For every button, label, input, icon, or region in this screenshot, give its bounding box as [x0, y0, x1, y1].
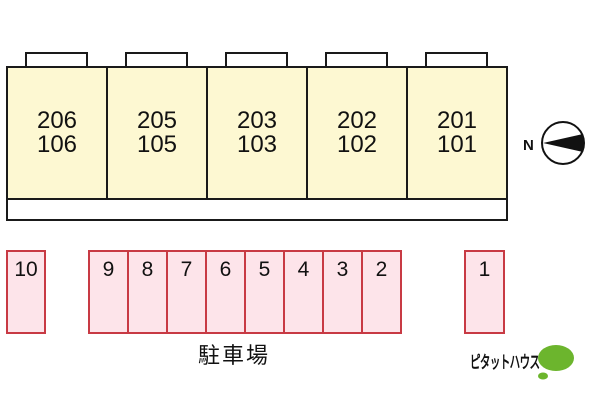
- slot-number: 4: [297, 258, 310, 281]
- unit-tab: [425, 52, 488, 67]
- unit-tab: [125, 52, 188, 67]
- parking-slot-9[interactable]: 9: [88, 250, 129, 334]
- unit-205-105[interactable]: 205 105: [106, 66, 208, 200]
- parking-slot-2[interactable]: 2: [361, 250, 402, 334]
- unit-tab: [325, 52, 388, 67]
- parking-slot-10[interactable]: 10: [6, 250, 46, 334]
- slot-number: 3: [336, 258, 349, 281]
- slot-number: 8: [141, 258, 154, 281]
- parking-slot-1[interactable]: 1: [464, 250, 505, 334]
- unit-lower-number: 105: [136, 131, 178, 158]
- parking-label: 駐車場: [198, 343, 271, 368]
- parking-slot-7[interactable]: 7: [166, 250, 207, 334]
- parking-slot-3[interactable]: 3: [322, 250, 363, 334]
- unit-lower-number: 103: [236, 131, 278, 158]
- unit-upper-number: 205: [136, 107, 178, 134]
- slot-number: 6: [219, 258, 232, 281]
- unit-lower-number: 106: [36, 131, 78, 158]
- unit-upper-number: 202: [336, 107, 378, 134]
- unit-tab: [25, 52, 88, 67]
- unit-lower-number: 102: [336, 131, 378, 158]
- compass-icon: N: [523, 121, 585, 165]
- parking-slot-4[interactable]: 4: [283, 250, 324, 334]
- speech-bubble-icon: [534, 343, 576, 381]
- slot-number: 10: [14, 258, 38, 281]
- svg-text:N: N: [523, 137, 534, 154]
- slot-number: 9: [102, 258, 115, 281]
- unit-lower-number: 101: [436, 131, 478, 158]
- slot-number: 2: [375, 258, 388, 281]
- slot-number: 1: [478, 258, 491, 281]
- unit-upper-number: 201: [436, 107, 478, 134]
- unit-201-101[interactable]: 201 101: [406, 66, 508, 200]
- brand-name: ピタットハウス: [470, 353, 540, 372]
- north-compass: N: [523, 120, 587, 166]
- unit-202-102[interactable]: 202 102: [306, 66, 408, 200]
- parking-slot-8[interactable]: 8: [127, 250, 168, 334]
- parking-slot-6[interactable]: 6: [205, 250, 246, 334]
- unit-upper-number: 206: [36, 107, 78, 134]
- unit-tab: [225, 52, 288, 67]
- unit-upper-number: 203: [236, 107, 278, 134]
- unit-203-103[interactable]: 203 103: [206, 66, 308, 200]
- slot-number: 5: [258, 258, 271, 281]
- unit-206-106[interactable]: 206 106: [6, 66, 108, 200]
- parking-slot-5[interactable]: 5: [244, 250, 285, 334]
- slot-number: 7: [180, 258, 193, 281]
